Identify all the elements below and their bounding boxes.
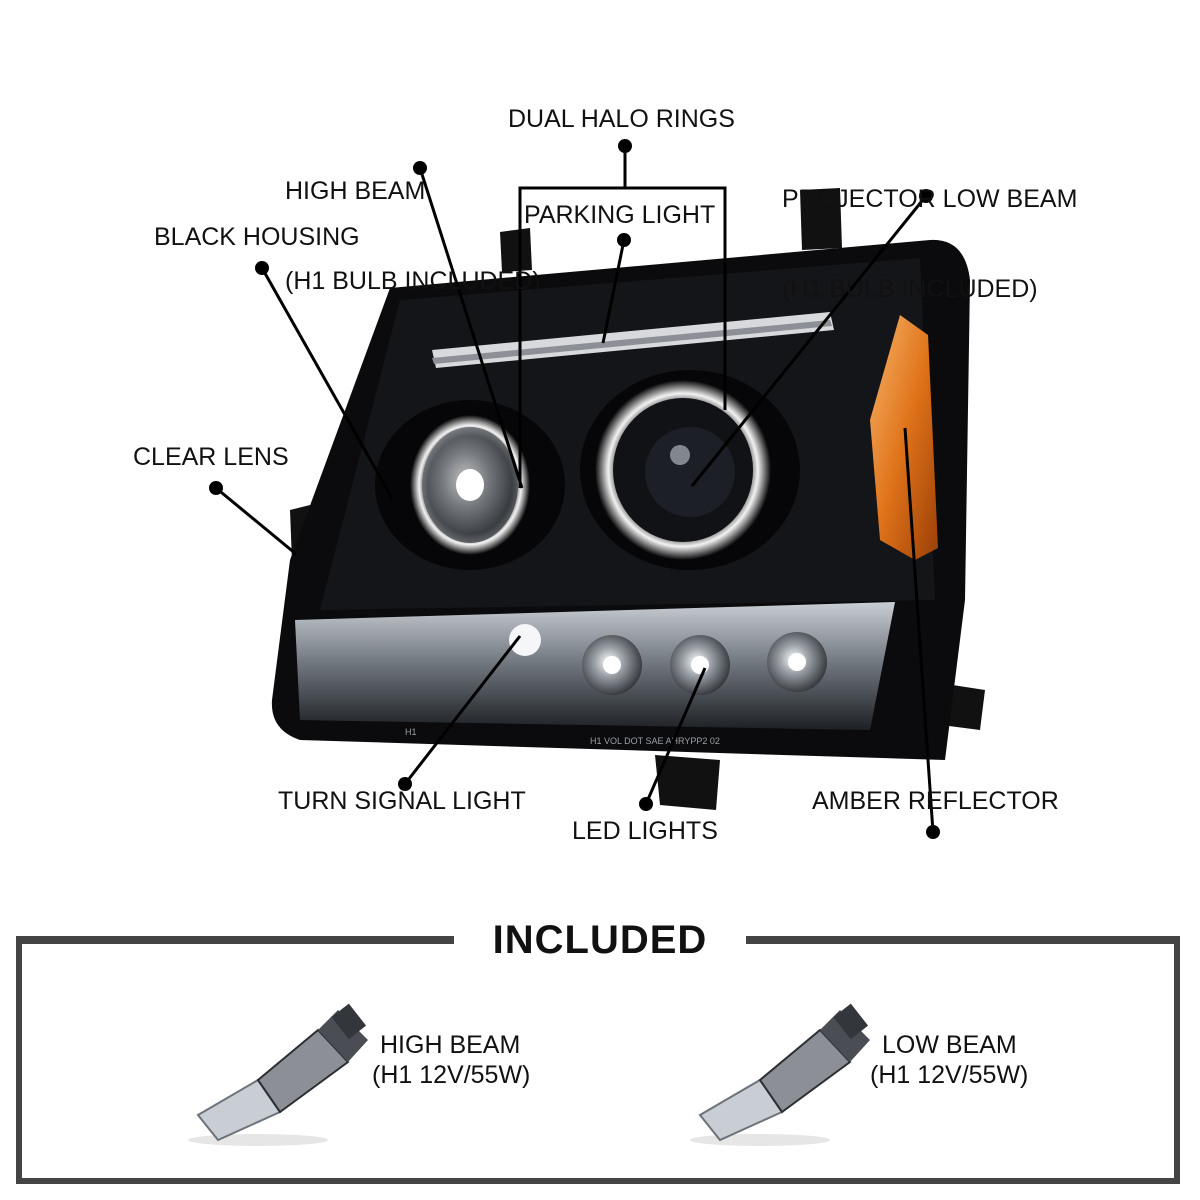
callout-black-housing: BLACK HOUSING xyxy=(154,223,360,251)
callout-turn-signal-light: TURN SIGNAL LIGHT xyxy=(278,787,526,815)
callout-projector-line1: PROJECTOR LOW BEAM xyxy=(782,185,1078,213)
callout-high-beam-line2: (H1 BULB INCLUDED) xyxy=(285,267,541,295)
lens-marking-bottom: H1 VOL DOT SAE AHRYPP2 02 xyxy=(590,736,720,746)
included-frame-top-right xyxy=(746,936,1180,944)
amber-reflector xyxy=(870,315,938,560)
h1-bulb-icon xyxy=(690,1003,870,1146)
callout-amber-reflector: AMBER REFLECTOR xyxy=(812,787,1059,815)
callout-clear-lens: CLEAR LENS xyxy=(133,443,289,471)
included-low-beam-line1: LOW BEAM xyxy=(882,1031,1017,1059)
callout-projector-line2: (H1 BULB INCLUDED) xyxy=(782,275,1038,303)
included-frame-top-left xyxy=(16,936,454,944)
callout-dual-halo-rings: DUAL HALO RINGS xyxy=(508,105,735,133)
leader-lines xyxy=(215,146,935,833)
callout-parking-light: PARKING LIGHT xyxy=(524,201,716,229)
included-high-beam-label: HIGH BEAM (H1 12V/55W) xyxy=(372,1030,530,1090)
parking-light-strip xyxy=(432,312,834,368)
included-low-beam-line2: (H1 12V/55W) xyxy=(870,1061,1029,1089)
leader-dots xyxy=(209,139,940,839)
h1-bulb-icon xyxy=(188,1003,368,1146)
led-lights xyxy=(582,632,827,695)
callout-high-beam: HIGH BEAM (H1 BULB INCLUDED) xyxy=(285,116,541,326)
lens-marking-left: H1 xyxy=(405,727,417,737)
callout-projector-low-beam: PROJECTOR LOW BEAM (H1 BULB INCLUDED) xyxy=(782,124,1077,334)
included-high-beam-line2: (H1 12V/55W) xyxy=(372,1061,531,1089)
included-frame xyxy=(16,936,1180,1184)
projector-low-beam xyxy=(580,370,800,570)
callout-led-lights: LED LIGHTS xyxy=(572,817,718,845)
high-beam-reflector xyxy=(375,400,565,570)
included-title: INCLUDED xyxy=(492,918,708,962)
included-low-beam-label: LOW BEAM (H1 12V/55W) xyxy=(870,1030,1028,1090)
included-high-beam-line1: HIGH BEAM xyxy=(380,1031,521,1059)
callout-high-beam-line1: HIGH BEAM xyxy=(285,177,426,205)
headlight-diagram: H1 H1 VOL DOT SAE AHRYPP2 02 xyxy=(209,139,985,839)
